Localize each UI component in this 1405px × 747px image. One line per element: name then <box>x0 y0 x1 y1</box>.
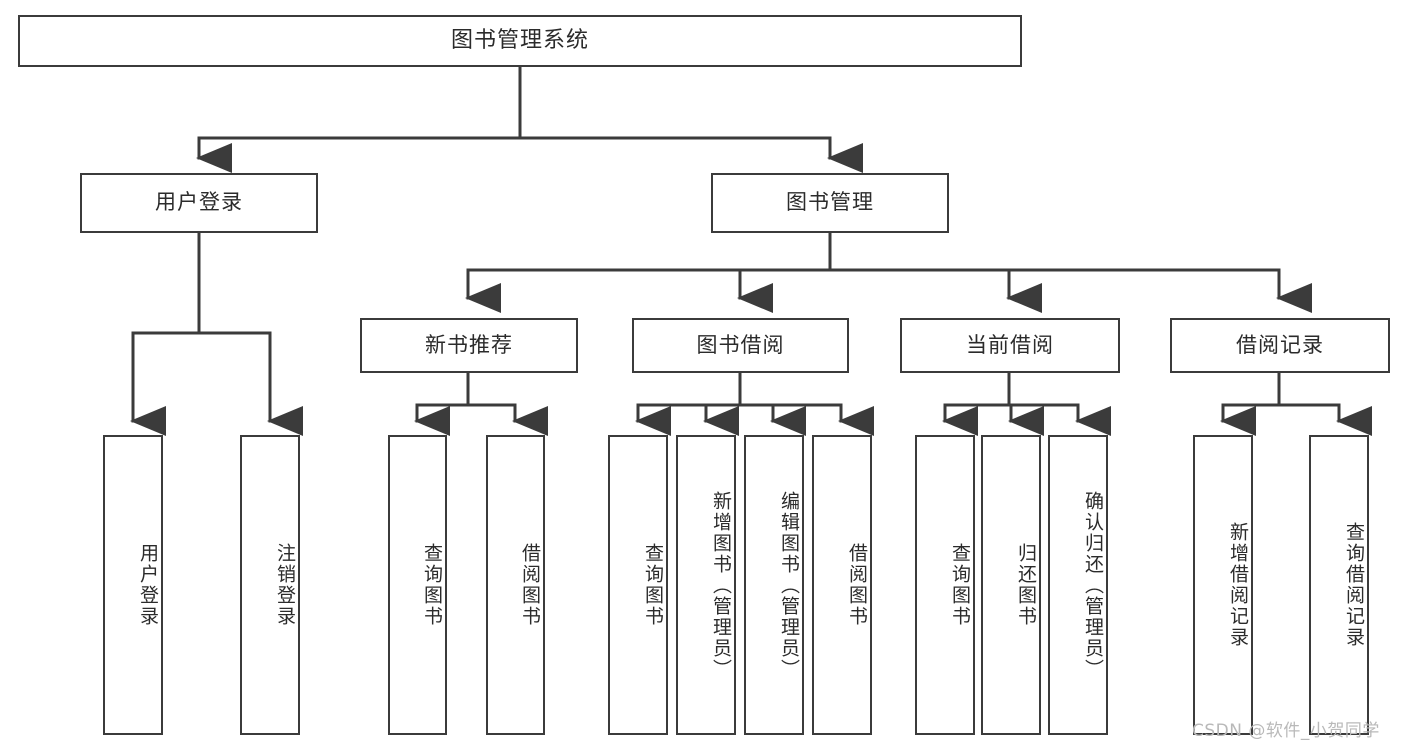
node-leaf-borrow-book-2[interactable]: 借阅图书 <box>812 435 872 735</box>
node-leaf-logout-login[interactable]: 注销登录 <box>240 435 300 735</box>
watermark: CSDN @软件_小贺同学 <box>1192 721 1380 741</box>
node-book-borrow-label: 图书借阅 <box>696 332 785 357</box>
node-leaf-confirm-return-label: 确认归还（管理员） <box>1082 490 1104 680</box>
node-leaf-borrow-book-1-label: 借阅图书 <box>519 543 541 627</box>
node-current-borrow[interactable]: 当前借阅 <box>900 318 1120 373</box>
node-leaf-query-record[interactable]: 查询借阅记录 <box>1309 435 1369 735</box>
node-leaf-add-record-label: 新增借阅记录 <box>1227 522 1249 648</box>
node-leaf-return-book-label: 归还图书 <box>1015 543 1037 627</box>
node-leaf-add-record[interactable]: 新增借阅记录 <box>1193 435 1253 735</box>
node-leaf-add-book-label: 新增图书（管理员） <box>710 490 732 680</box>
node-leaf-confirm-return[interactable]: 确认归还（管理员） <box>1048 435 1108 735</box>
node-leaf-query-record-label: 查询借阅记录 <box>1343 522 1365 648</box>
node-leaf-add-book[interactable]: 新增图书（管理员） <box>676 435 736 735</box>
node-leaf-query-book-1-label: 查询图书 <box>421 543 443 627</box>
node-leaf-query-book-2-label: 查询图书 <box>642 543 664 627</box>
node-borrow-record-label: 借阅记录 <box>1236 332 1324 357</box>
node-root-label: 图书管理系统 <box>450 27 589 53</box>
node-leaf-query-book-2[interactable]: 查询图书 <box>608 435 668 735</box>
node-book-manage-label: 图书管理 <box>786 190 874 215</box>
node-user-login-label: 用户登录 <box>155 190 243 215</box>
node-new-book-recommend[interactable]: 新书推荐 <box>360 318 578 373</box>
node-leaf-edit-book-label: 编辑图书（管理员） <box>778 490 800 680</box>
node-leaf-query-book-3[interactable]: 查询图书 <box>915 435 975 735</box>
node-leaf-user-login[interactable]: 用户登录 <box>103 435 163 735</box>
node-leaf-return-book[interactable]: 归还图书 <box>981 435 1041 735</box>
node-leaf-edit-book[interactable]: 编辑图书（管理员） <box>744 435 804 735</box>
node-leaf-query-book-3-label: 查询图书 <box>949 543 971 627</box>
node-leaf-query-book-1[interactable]: 查询图书 <box>388 435 447 735</box>
node-user-login[interactable]: 用户登录 <box>80 173 318 233</box>
node-leaf-logout-login-label: 注销登录 <box>274 543 296 627</box>
node-current-borrow-label: 当前借阅 <box>966 332 1054 357</box>
node-book-borrow[interactable]: 图书借阅 <box>632 318 849 373</box>
node-borrow-record[interactable]: 借阅记录 <box>1170 318 1390 373</box>
node-leaf-borrow-book-1[interactable]: 借阅图书 <box>486 435 545 735</box>
node-leaf-user-login-label: 用户登录 <box>137 543 159 627</box>
node-leaf-borrow-book-2-label: 借阅图书 <box>846 543 868 627</box>
node-root[interactable]: 图书管理系统 <box>18 15 1022 67</box>
node-new-book-recommend-label: 新书推荐 <box>425 332 513 357</box>
node-book-manage[interactable]: 图书管理 <box>711 173 949 233</box>
